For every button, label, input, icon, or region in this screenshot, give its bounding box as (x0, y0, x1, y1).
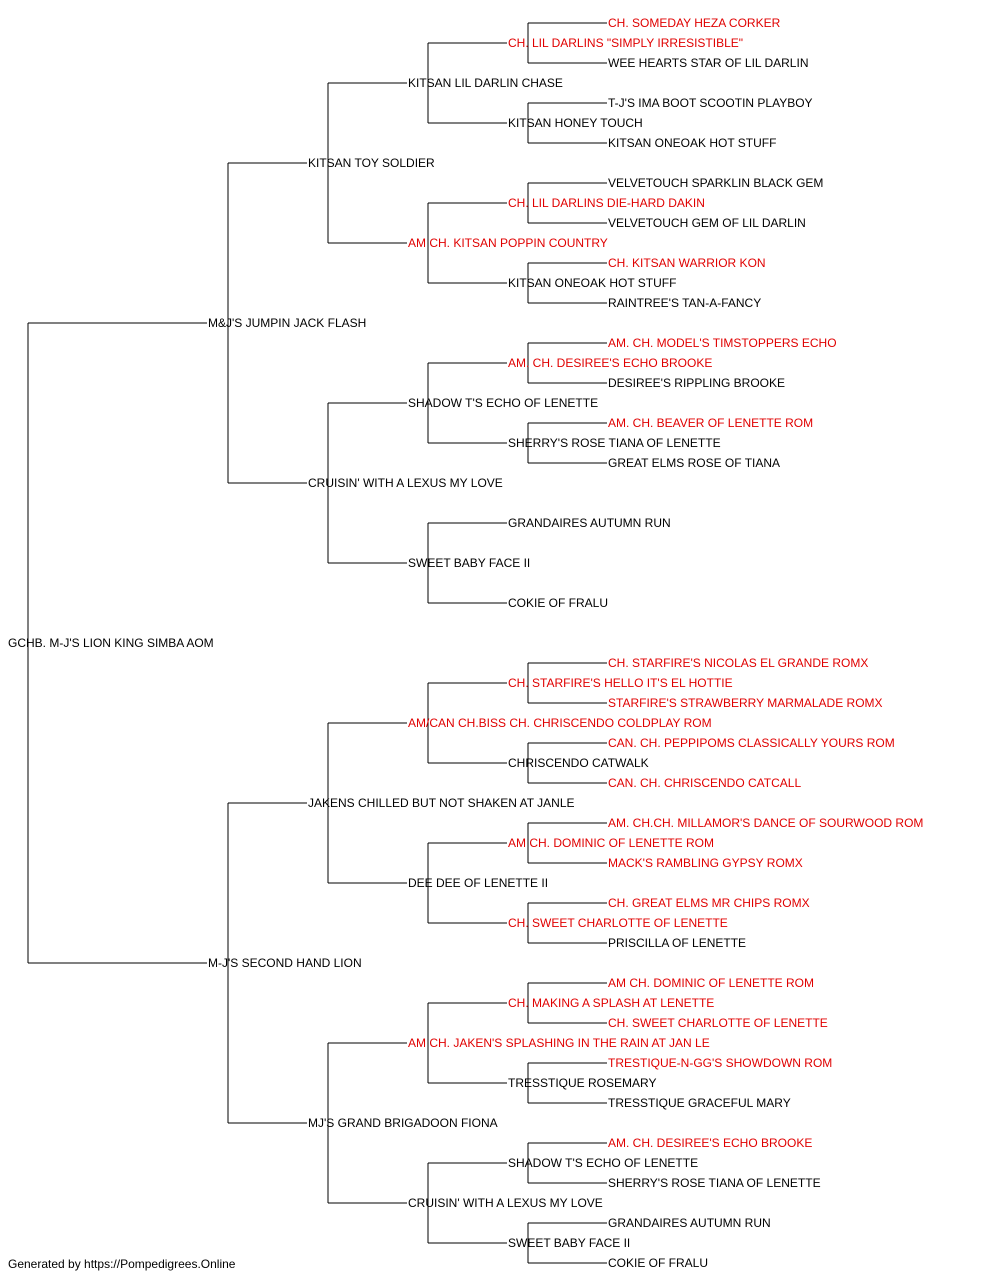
ancestor-name: CAN. CH. PEPPIPOMS CLASSICALLY YOURS ROM (608, 736, 895, 750)
ancestor-name: CH. STARFIRE'S HELLO IT'S EL HOTTIE (508, 676, 733, 690)
ancestor-name: CHRISCENDO CATWALK (508, 756, 649, 770)
ancestor-name: AM CH. DOMINIC OF LENETTE ROM (508, 836, 715, 850)
ancestor-name: AM. CH. DESIREE'S ECHO BROOKE (508, 356, 713, 370)
ancestor-name: CH. SOMEDAY HEZA CORKER (608, 16, 781, 30)
ancestor-name: CH. KITSAN WARRIOR KON (608, 256, 766, 270)
ancestor-name: SHERRY'S ROSE TIANA OF LENETTE (508, 436, 721, 450)
ancestor-name: CH. LIL DARLINS "SIMPLY IRRESISTIBLE" (508, 36, 744, 50)
ancestor-name: AM CH. DOMINIC OF LENETTE ROM (608, 976, 815, 990)
ancestor-name: WEE HEARTS STAR OF LIL DARLIN (608, 56, 809, 70)
ancestor-name: KITSAN ONEOAK HOT STUFF (608, 136, 777, 150)
ancestor-name: AM. CH. BEAVER OF LENETTE ROM (608, 416, 814, 430)
ancestor-name: TRESTIQUE-N-GG'S SHOWDOWN ROM (608, 1056, 833, 1070)
ancestor-name: KITSAN HONEY TOUCH (508, 116, 643, 130)
ancestor-name: MACK'S RAMBLING GYPSY ROMX (608, 856, 803, 870)
ancestor-name: SWEET BABY FACE II (408, 556, 531, 570)
ancestor-name: AM. CH. MODEL'S TIMSTOPPERS ECHO (608, 336, 837, 350)
ancestor-name: TRESSTIQUE GRACEFUL MARY (608, 1096, 791, 1110)
subject-dog-name: GCHB. M-J'S LION KING SIMBA AOM (8, 636, 214, 650)
ancestor-name: DEE DEE OF LENETTE II (408, 876, 549, 890)
ancestor-name: KITSAN LIL DARLIN CHASE (408, 76, 563, 90)
ancestor-name: CH. LIL DARLINS DIE-HARD DAKIN (508, 196, 705, 210)
ancestor-name: KITSAN TOY SOLDIER (308, 156, 435, 170)
ancestor-name: SHADOW T'S ECHO OF LENETTE (508, 1156, 699, 1170)
ancestor-name: CH. GREAT ELMS MR CHIPS ROMX (608, 896, 810, 910)
ancestor-name: CH. STARFIRE'S NICOLAS EL GRANDE ROMX (608, 656, 869, 670)
footer-credit: Generated by https://Pompedigrees.Online (8, 1257, 236, 1271)
ancestor-name: JAKENS CHILLED BUT NOT SHAKEN AT JANLE (308, 796, 575, 810)
ancestor-name: DESIREE'S RIPPLING BROOKE (608, 376, 786, 390)
ancestor-name: COKIE OF FRALU (508, 596, 609, 610)
ancestor-name: VELVETOUCH SPARKLIN BLACK GEM (608, 176, 824, 190)
ancestor-name: SHADOW T'S ECHO OF LENETTE (408, 396, 599, 410)
ancestor-name: MJ'S GRAND BRIGADOON FIONA (308, 1116, 498, 1130)
ancestor-name: TRESSTIQUE ROSEMARY (508, 1076, 657, 1090)
parent-name: M-J'S SECOND HAND LION (208, 956, 362, 970)
ancestor-name: COKIE OF FRALU (608, 1256, 709, 1270)
ancestor-name: GRANDAIRES AUTUMN RUN (508, 516, 671, 530)
ancestor-name: CRUISIN' WITH A LEXUS MY LOVE (308, 476, 503, 490)
ancestor-name: AM. CH. DESIREE'S ECHO BROOKE (608, 1136, 813, 1150)
ancestor-name: AM CH. JAKEN'S SPLASHING IN THE RAIN AT … (408, 1036, 710, 1050)
ancestor-name: CH. SWEET CHARLOTTE OF LENETTE (608, 1016, 828, 1030)
ancestor-name: RAINTREE'S TAN-A-FANCY (608, 296, 762, 310)
ancestor-name: CH. SWEET CHARLOTTE OF LENETTE (508, 916, 728, 930)
ancestor-name: VELVETOUCH GEM OF LIL DARLIN (608, 216, 806, 230)
ancestor-name: CAN. CH. CHRISCENDO CATCALL (608, 776, 802, 790)
ancestor-name: AM/CAN CH.BISS CH. CHRISCENDO COLDPLAY R… (408, 716, 712, 730)
ancestor-name: SWEET BABY FACE II (508, 1236, 631, 1250)
ancestor-name: SHERRY'S ROSE TIANA OF LENETTE (608, 1176, 821, 1190)
parent-name: M&J'S JUMPIN JACK FLASH (208, 316, 367, 330)
ancestor-name: STARFIRE'S STRAWBERRY MARMALADE ROMX (608, 696, 883, 710)
ancestor-name: CRUISIN' WITH A LEXUS MY LOVE (408, 1196, 603, 1210)
ancestor-name: AM CH. KITSAN POPPIN COUNTRY (408, 236, 608, 250)
ancestor-name: GREAT ELMS ROSE OF TIANA (608, 456, 781, 470)
ancestor-name: KITSAN ONEOAK HOT STUFF (508, 276, 677, 290)
ancestor-name: T-J'S IMA BOOT SCOOTIN PLAYBOY (608, 96, 813, 110)
ancestor-name: PRISCILLA OF LENETTE (608, 936, 747, 950)
ancestor-name: AM. CH.CH. MILLAMOR'S DANCE OF SOURWOOD … (608, 816, 924, 830)
ancestor-name: CH. MAKING A SPLASH AT LENETTE (508, 996, 715, 1010)
ancestor-name: GRANDAIRES AUTUMN RUN (608, 1216, 771, 1230)
